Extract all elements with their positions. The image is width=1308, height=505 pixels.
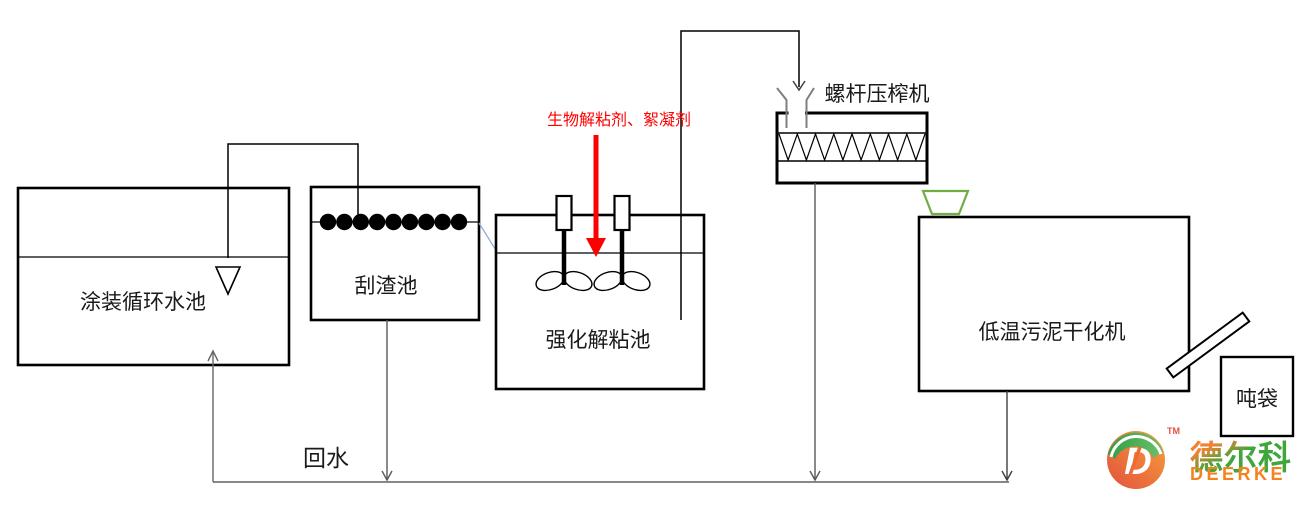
press-label: 螺杆压榨机 <box>824 83 930 106</box>
level-connector-blue <box>478 222 498 253</box>
press-funnel-icon <box>776 87 815 128</box>
pool1-label: 涂装循环水池 <box>80 291 206 314</box>
scum-dots <box>319 213 468 231</box>
logo-tm: TM <box>1167 426 1180 436</box>
dryer-label: 低温污泥干化机 <box>978 321 1126 344</box>
bag-box <box>1219 355 1295 438</box>
dryer-box <box>917 215 1191 393</box>
bag-label: 吨袋 <box>1236 388 1278 411</box>
pool1-box <box>16 186 291 367</box>
pool3-label: 强化解粘池 <box>545 329 651 352</box>
mixer-icon <box>593 194 651 292</box>
screw-zigzag <box>778 132 926 162</box>
press-filtrate-arrow <box>809 183 821 482</box>
dosing-annotation: 生物解粘剂、絮凝剂 <box>546 112 692 129</box>
pipe-arrowhead-icon <box>792 80 806 92</box>
pipe-pool3-to-press <box>680 30 800 320</box>
dryer-condensate-arrow <box>1001 391 1013 482</box>
press-funnel-gap <box>788 109 805 118</box>
dosing-arrow-icon <box>586 135 606 257</box>
deerke-logo-icon: D <box>1107 431 1165 489</box>
return-water-label: 回水 <box>303 445 349 471</box>
return-up-arrow <box>207 349 219 482</box>
pool2-label: 刮渣池 <box>354 275 418 298</box>
svg-text:D: D <box>1124 441 1151 483</box>
discharge-chute-icon <box>1165 311 1251 379</box>
press-box <box>775 111 929 185</box>
mixer-icon <box>535 194 593 292</box>
logo-brand-en: DEERKE <box>1190 464 1287 484</box>
pool2-drain-arrow <box>381 320 393 482</box>
logo-brand-cn: 德尔科 <box>1190 431 1292 479</box>
pool2-box <box>309 185 481 322</box>
outlet-nozzle-icon <box>214 266 242 296</box>
dryer-hopper-icon <box>921 189 970 216</box>
